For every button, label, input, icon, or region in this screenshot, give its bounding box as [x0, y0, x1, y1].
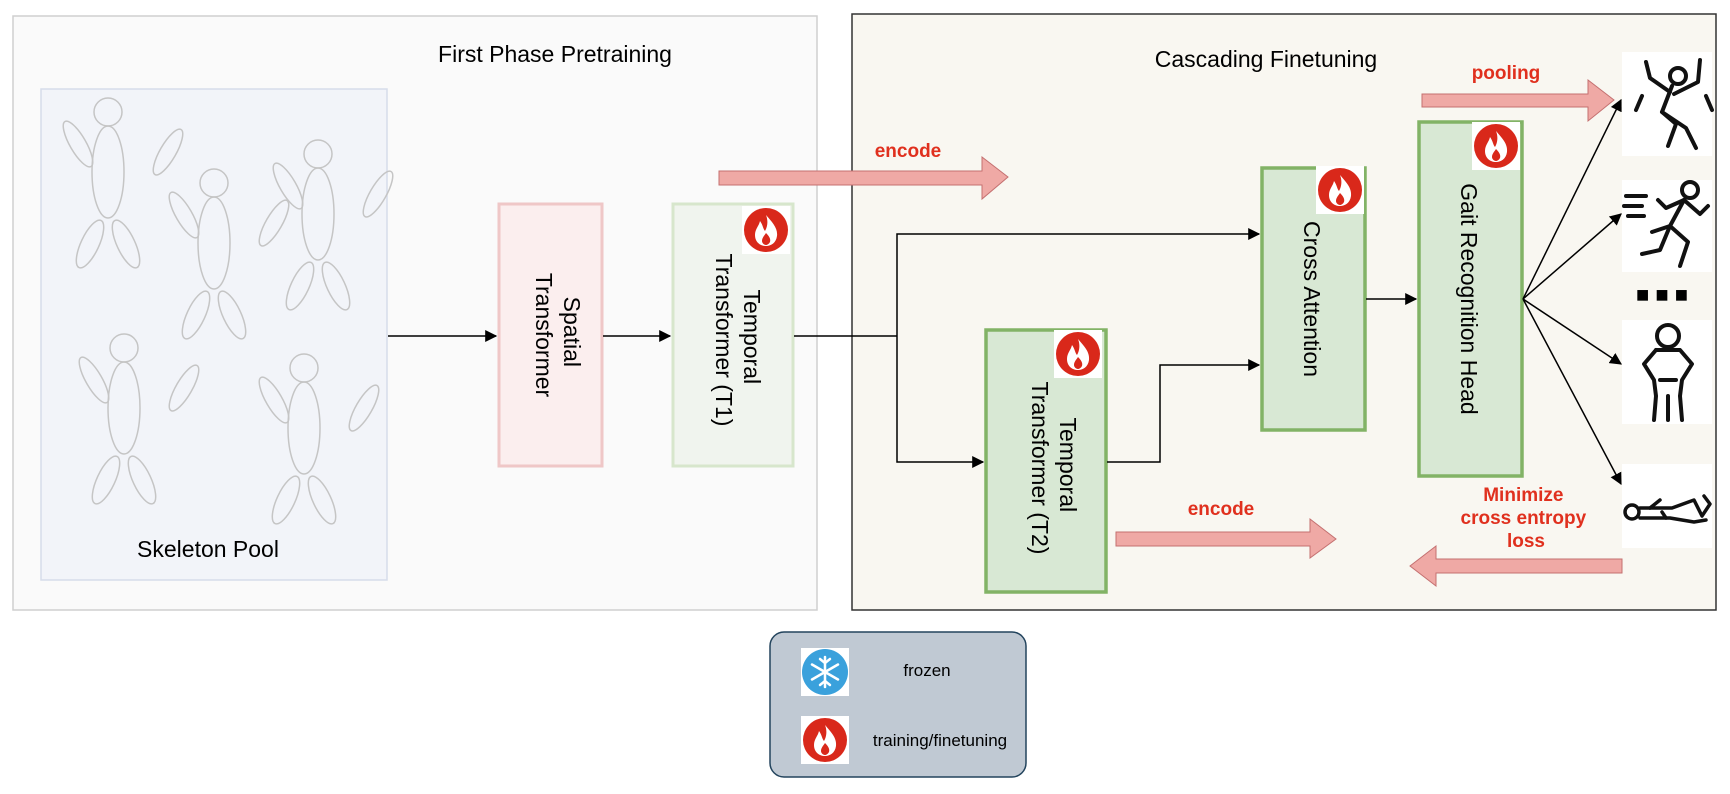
loss-line-3: loss [1507, 531, 1545, 552]
temporal-t2-label: Temporal Transformer (T2) [1027, 382, 1081, 555]
spatial-transformer-label: Spatial Transformer [531, 273, 585, 398]
t2-to-cross-attention-arrow [1107, 359, 1261, 463]
encode-bottom-arrow [1115, 517, 1337, 559]
head-to-class-3-arrow [1522, 298, 1623, 365]
connectors [388, 98, 1623, 486]
temporal-t2-line-2: Transformer (T2) [1027, 382, 1053, 555]
temporal-t1-label: Temporal Transformer (T1) [711, 254, 765, 427]
more-classes-ellipsis: ■ ■ ■ [1636, 282, 1688, 307]
head-to-class-1-arrow [1522, 98, 1622, 300]
skeleton-pool [40, 88, 388, 581]
gait-head-label: Gait Recognition Head [1456, 183, 1482, 414]
gait-head-block [1417, 120, 1524, 478]
legend-training-label: training/finetuning [873, 731, 1007, 750]
temporal-t1-line-2: Transformer (T1) [711, 254, 737, 427]
jumping-person-icon [1634, 58, 1714, 150]
class-icons: ■ ■ ■ [1622, 52, 1714, 548]
block-arrows [718, 78, 1623, 588]
loss-line-1: Minimize [1483, 485, 1563, 506]
running-person-icon [1622, 180, 1710, 268]
loss-arrow [1409, 544, 1623, 588]
head-to-class-2-arrow [1522, 213, 1622, 300]
head-to-class-4-arrow [1522, 298, 1622, 486]
pooling-arrow [1421, 78, 1615, 123]
loss-label: Minimize cross entropy loss [1461, 485, 1592, 552]
cross-attention-label: Cross Attention [1299, 221, 1325, 377]
standing-person-icon [1642, 323, 1694, 422]
fire-icon [1472, 122, 1520, 170]
loss-line-2: cross entropy [1461, 508, 1587, 529]
encode-top-label: encode [875, 141, 942, 162]
legend-frozen-label: frozen [903, 661, 950, 680]
annotations: encode pooling encode Minimize cross ent… [875, 63, 1592, 552]
lying-person-icon [1623, 494, 1712, 524]
spatial-line-2: Transformer [531, 273, 557, 398]
pooling-label: pooling [1472, 63, 1541, 84]
phase1-title: First Phase Pretraining [438, 41, 672, 67]
fire-icon [742, 206, 790, 254]
spatial-line-1: Spatial [559, 297, 585, 367]
temporal-t2-line-1: Temporal [1055, 418, 1081, 513]
spatial-transformer-block [497, 202, 604, 468]
fire-icon [1316, 166, 1364, 214]
fire-icon [801, 716, 849, 764]
encode-bottom-label: encode [1188, 499, 1255, 520]
temporal-t1-line-1: Temporal [739, 290, 765, 385]
phase2-title: Cascading Finetuning [1155, 46, 1377, 72]
fire-icon [1054, 330, 1102, 378]
encode-top-arrow [718, 155, 1009, 201]
t1-to-cross-attention-arrow [896, 228, 1261, 336]
legend-snowflake [801, 648, 849, 696]
skeleton-pool-label: Skeleton Pool [137, 536, 279, 562]
t1-to-t2-arrow [896, 336, 985, 468]
